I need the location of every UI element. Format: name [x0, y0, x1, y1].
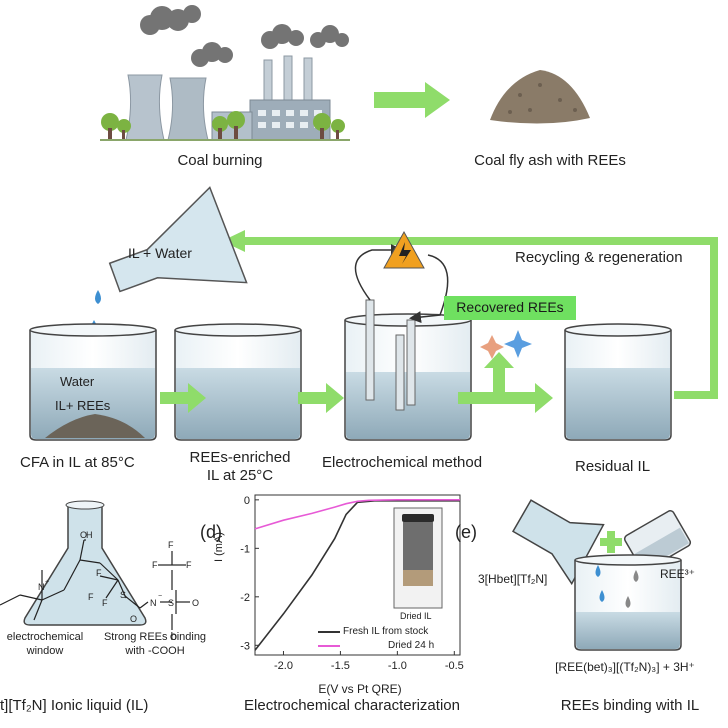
pouring-flask-illustration: [108, 186, 248, 293]
flask-label: IL + Water: [128, 245, 192, 261]
y-tick-label: 0: [244, 495, 250, 507]
arrow-icon: [298, 383, 344, 413]
plus-icon: [600, 531, 622, 553]
y-tick-label: -2: [240, 592, 250, 604]
ree-drop-icon: [625, 570, 639, 608]
arrow-up-icon: [484, 352, 514, 392]
equation-label: [REE(bet)₃][(Tf₂N)₃] + 3H⁺: [555, 660, 695, 674]
y-tick-label: -3: [240, 640, 250, 652]
binding-label-line2: with -COOH: [125, 645, 185, 657]
warning-voltage-icon: [383, 230, 425, 269]
arrow-head-icon: [222, 230, 245, 252]
window-label-line2: window: [26, 645, 64, 657]
recovered-rees-box: [444, 296, 576, 320]
window-label-line1: electrochemical: [6, 631, 84, 643]
panel-e-letter: (e): [455, 522, 477, 542]
svg-text:F: F: [168, 540, 174, 550]
svg-text:F: F: [102, 598, 108, 608]
water-drop-icon: [595, 565, 605, 602]
svg-text:F: F: [186, 560, 192, 570]
svg-text:F: F: [88, 592, 94, 602]
reagent-label: 3[Hbet][Tf₂N]: [478, 572, 548, 586]
arrow-icon: [374, 82, 450, 118]
svg-text:+: +: [45, 579, 49, 586]
svg-text:F: F: [152, 560, 158, 570]
svg-text:O: O: [192, 598, 199, 608]
beaker-electrochemical: [344, 230, 472, 441]
step1-label: CFA in IL at 85°C: [20, 454, 135, 471]
panel-c-caption: t][Tf₂N] Ionic liquid (IL): [0, 697, 149, 714]
step2-label-line2: IL at 25°C: [206, 467, 274, 484]
arrow-icon: [458, 383, 553, 413]
svg-text:−: −: [158, 593, 162, 600]
y-tick-label: -1: [240, 543, 250, 555]
panel-d-letter: (d): [200, 522, 222, 542]
step3-label: Electrochemical method: [322, 454, 483, 471]
x-tick-label: -1.5: [331, 660, 350, 672]
chart-xlabel: E(V vs Pt QRE): [318, 682, 402, 696]
chart-ylabel: I (mA): [213, 532, 225, 562]
svg-text:N: N: [150, 598, 157, 608]
legend-label-dried: Dried 24 h: [388, 640, 435, 651]
svg-text:O: O: [170, 632, 177, 642]
il-rees-label: IL+ REEs: [55, 398, 111, 413]
beaker-enriched: [174, 323, 302, 441]
sparkle-icon: [480, 330, 532, 359]
svg-text:N: N: [38, 582, 45, 592]
series-line-dried: [254, 498, 460, 530]
binding-illustration: [512, 499, 692, 651]
vial-inset-illustration: [393, 507, 443, 609]
recycling-label: Recycling & regeneration: [515, 249, 683, 266]
svg-text:S: S: [120, 590, 126, 600]
svg-text:O: O: [80, 530, 87, 540]
chart-legend: [318, 631, 340, 647]
vial-inset-label: Dried IL: [400, 611, 432, 621]
ree-ion-label: REE³⁺: [660, 567, 696, 581]
x-tick-label: -1.0: [388, 660, 407, 672]
x-tick-label: -2.0: [274, 660, 293, 672]
step4-label: Residual IL: [575, 458, 651, 475]
recycle-arrow: [245, 237, 718, 399]
fly-ash-pile-illustration: [490, 70, 590, 124]
svg-text:H: H: [86, 530, 93, 540]
coal-burning-label: Coal burning: [177, 152, 263, 169]
series-line-fresh: [254, 499, 460, 651]
panel-d-caption: Electrochemical characterization: [244, 697, 460, 714]
panel-e-caption: REEs binding with IL: [560, 697, 700, 714]
svg-text:F: F: [96, 568, 102, 578]
arrow-icon: [160, 383, 206, 413]
fly-ash-label: Coal fly ash with REEs: [474, 152, 626, 169]
legend-label-fresh: Fresh IL from stock: [343, 626, 429, 637]
cv-chart: -2.0 -1.5 -1.0 -0.5 0 -1 -2 -3: [240, 494, 464, 672]
tree-icon: [101, 111, 345, 140]
x-tick-label: -0.5: [445, 660, 464, 672]
water-label: Water: [60, 374, 95, 389]
svg-text:O: O: [130, 614, 137, 624]
beaker-residual: [564, 323, 672, 441]
recovered-rees-label: Recovered REEs: [456, 299, 564, 315]
binding-label-line1: Strong REEs binding: [103, 631, 207, 643]
step2-label-line1: REEs-enriched: [189, 449, 291, 466]
smoke-icon: [140, 5, 349, 67]
svg-text:S: S: [168, 598, 174, 608]
power-plant-illustration: [100, 5, 350, 141]
beaker-cfa: [29, 323, 157, 441]
